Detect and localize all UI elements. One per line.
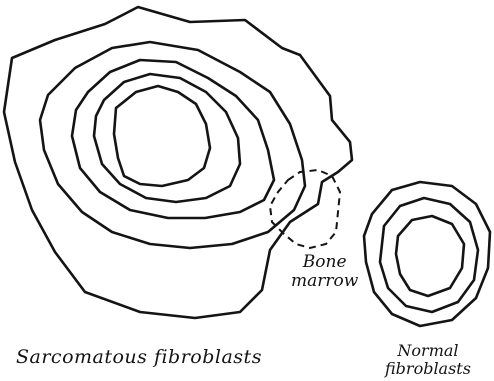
sarcomatous-fibroblasts-label: Sarcomatous fibroblasts: [16, 346, 262, 368]
sarcomatous-contour-3: [72, 60, 274, 218]
normal-contour-inner: [396, 216, 464, 296]
normal-fibroblasts-label: Normal fibroblasts: [385, 342, 471, 378]
sarcomatous-contour-inner: [114, 86, 210, 186]
bone-marrow-label-line1: Bone: [291, 253, 358, 272]
normal-fibroblasts-label-line1: Normal: [385, 342, 471, 360]
bone-marrow-label-line2: marrow: [291, 272, 358, 291]
normal-contour-outer: [364, 182, 490, 326]
normal-fibroblasts-label-line2: fibroblasts: [385, 360, 471, 378]
bone-marrow-label: Bone marrow: [291, 253, 358, 291]
